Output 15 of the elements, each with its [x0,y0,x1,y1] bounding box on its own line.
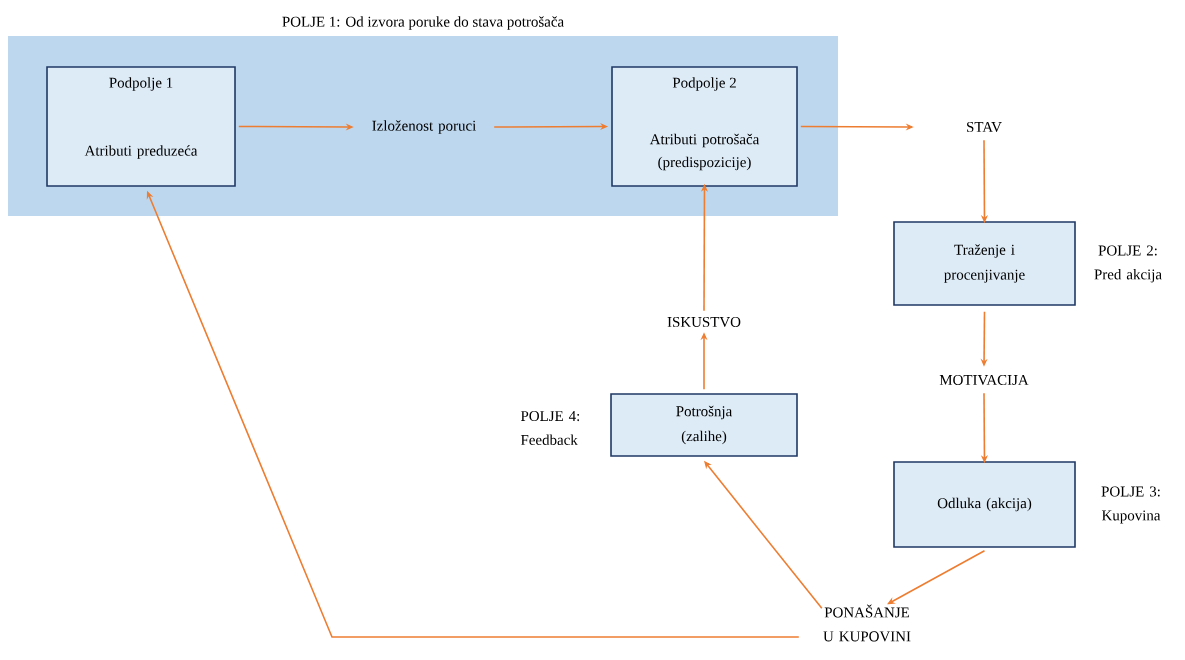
stage-label: ISKUSTVO [667,316,741,328]
node-label: POLJE 1: Od izvora poruke do stava potrošača [282,16,564,30]
side-label: POLJE 3: Kupovina [1101,486,1161,524]
process-box: Podpolje 2 Atributi potrošača (predispozicije) [611,66,798,187]
side-label: POLJE 4: Feedback [520,411,580,445]
stage-label: STAV [967,121,1002,133]
process-box: Podpolje 1 Atributi preduzeća [46,66,236,187]
side-label: POLJE 2: Pred akcija [1094,245,1162,283]
process-box: Potrošnja (zalihe) [610,393,798,457]
stage-label: PONAŠANJE U KUPOVINI [823,604,911,642]
process-box: Odluka (akcija) [893,461,1076,548]
stage-label: Izloženost poruci [372,120,476,134]
stage-label: MOTIVACIJA [939,374,1029,386]
process-box: Traženje i procenjivanje [893,221,1076,306]
arrow [887,550,986,605]
